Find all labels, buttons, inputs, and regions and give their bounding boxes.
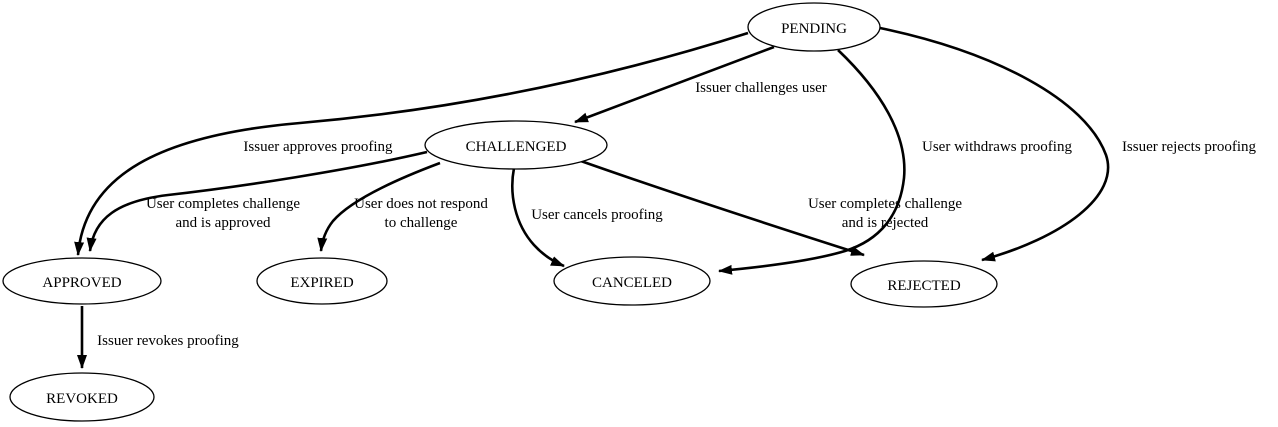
- edge-challenged-canceled: User cancels proofing: [511, 167, 663, 268]
- state-node-pending: PENDING: [747, 2, 881, 52]
- approved-label: APPROVED: [42, 275, 121, 291]
- edge-path-challenged-approved: [86, 150, 428, 252]
- edge-label-user-completes-challenge-rejected-line1: User completes challenge: [808, 196, 962, 212]
- canceled-label: CANCELED: [592, 275, 672, 291]
- state-node-expired: EXPIRED: [256, 257, 388, 305]
- pending-label: PENDING: [781, 21, 847, 37]
- edge-label-issuer-challenges-user: Issuer challenges user: [695, 80, 827, 96]
- rejected-label: REJECTED: [887, 278, 960, 294]
- edge-path-pending-rejected: [879, 26, 1110, 262]
- canceled-ellipse: [553, 256, 711, 306]
- edge-pending-approved: Issuer approves proofing: [74, 31, 749, 256]
- challenged-ellipse: [424, 120, 608, 170]
- edge-path-pending-challenged: [574, 45, 775, 124]
- edge-challenged-approved: User completes challenge and is approved: [86, 150, 428, 252]
- edge-pending-canceled: User withdraws proofing: [718, 49, 1072, 275]
- edge-approved-revoked: Issuer revokes proofing: [77, 306, 239, 369]
- rejected-ellipse: [850, 260, 998, 308]
- edge-challenged-expired: User does not respond to challenge: [317, 161, 488, 252]
- revoked-label: REVOKED: [46, 391, 118, 407]
- edge-label-user-completes-challenge-approved-line2: and is approved: [176, 215, 271, 231]
- edge-label-issuer-revokes-proofing: Issuer revokes proofing: [97, 333, 239, 349]
- edge-label-user-completes-challenge-approved-line1: User completes challenge: [146, 196, 300, 212]
- edge-label-user-cancels-proofing: User cancels proofing: [531, 207, 663, 223]
- state-node-canceled: CANCELED: [553, 256, 711, 306]
- state-node-revoked: REVOKED: [9, 372, 155, 422]
- edge-label-user-does-not-respond-line2: to challenge: [385, 215, 458, 231]
- edge-label-user-withdraws-proofing: User withdraws proofing: [922, 139, 1072, 155]
- edge-path-pending-canceled: [718, 49, 906, 275]
- edge-label-issuer-approves-proofing: Issuer approves proofing: [243, 139, 393, 155]
- expired-ellipse: [256, 257, 388, 305]
- edge-label-issuer-rejects-proofing: Issuer rejects proofing: [1122, 139, 1257, 155]
- state-node-rejected: REJECTED: [850, 260, 998, 308]
- pending-ellipse: [747, 2, 881, 52]
- edge-pending-challenged: Issuer challenges user: [574, 45, 827, 124]
- edge-pending-rejected: Issuer rejects proofing: [879, 26, 1257, 262]
- edge-path-challenged-canceled: [511, 167, 565, 268]
- edge-path-pending-approved: [74, 31, 749, 256]
- edge-path-challenged-expired: [317, 161, 441, 252]
- approved-ellipse: [2, 257, 162, 305]
- state-node-approved: APPROVED: [2, 257, 162, 305]
- expired-label: EXPIRED: [290, 275, 354, 291]
- revoked-ellipse: [9, 372, 155, 422]
- edge-challenged-rejected: User completes challenge and is rejected: [577, 158, 962, 257]
- challenged-label: CHALLENGED: [466, 139, 567, 155]
- edge-path-challenged-rejected: [577, 158, 865, 257]
- state-node-challenged: CHALLENGED: [424, 120, 608, 170]
- edge-label-user-does-not-respond-line1: User does not respond: [354, 196, 488, 212]
- edge-label-user-completes-challenge-rejected-line2: and is rejected: [842, 215, 929, 231]
